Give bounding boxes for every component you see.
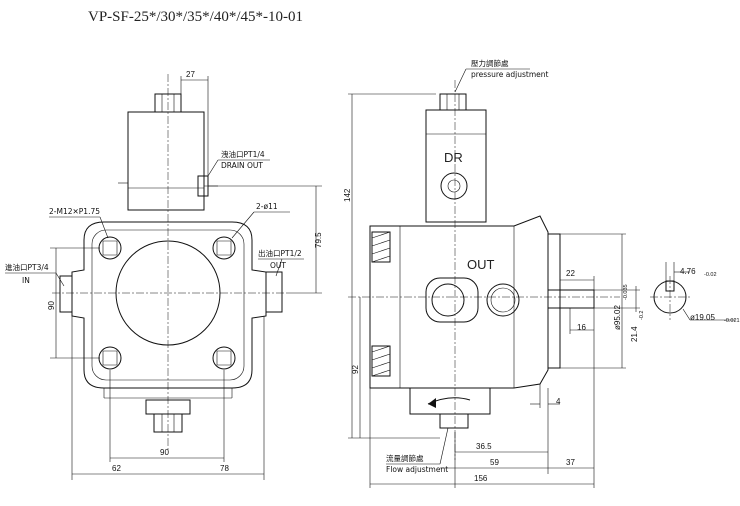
- drain-label-en: DRAIN OUT: [221, 161, 263, 170]
- side-main-body: [369, 215, 549, 389]
- drain-label-cn: 洩油口PT1/4: [221, 149, 265, 159]
- front-bolt-top-left: [98, 236, 122, 260]
- dim-key-width: 4.76: [680, 267, 696, 276]
- side-inlet-port: [486, 283, 520, 317]
- side-view: DR OUT 壓力調節處 pressure adjustment: [343, 58, 645, 488]
- flow-label-en: Flow adjustment: [386, 465, 448, 474]
- front-bolt-top-right: [212, 236, 236, 260]
- dim-front-side-90: 90: [47, 301, 56, 310]
- front-body-inner: [91, 229, 245, 381]
- drawing-title: VP-SF-25*/30*/35*/40*/45*-10-01: [88, 9, 303, 25]
- bolt-left-label: 2-M12✕P1.75: [49, 207, 100, 216]
- side-outlet-port: [431, 283, 465, 317]
- front-main-bore: [115, 240, 221, 346]
- dim-key-width-tol: -0.02: [704, 272, 717, 278]
- side-seal-top: [371, 231, 391, 263]
- outlet-label-en: OUT: [270, 261, 286, 270]
- dim-shaft-dia: ø19.05: [690, 313, 715, 322]
- front-upper-housing: [127, 111, 205, 211]
- dim-side-92: 92: [351, 365, 360, 374]
- side-shaft: [547, 289, 595, 309]
- front-view: 27 洩油口PT1/4 DRAIN OUT 2-M12✕P1.75 2-ø11 …: [5, 70, 323, 480]
- side-flow-housing: [409, 387, 491, 415]
- dim-side-59: 59: [490, 458, 499, 467]
- dim-key-21-4: 21.4: [630, 326, 639, 342]
- dim-shaft-95: ø95.02: [613, 305, 622, 330]
- front-bottom-nut: [153, 413, 183, 433]
- dim-side-36-5: 36.5: [476, 442, 492, 451]
- dim-shaft-dia-tol: -0.021: [724, 318, 740, 324]
- side-shaft-flange: [547, 233, 561, 369]
- side-bottom-nut: [439, 413, 469, 429]
- pressure-label-cn: 壓力調節處: [471, 58, 509, 68]
- side-top-nut: [439, 93, 467, 111]
- key-section-view: 4.76 -0.02 ø19.05 -0.021: [650, 262, 740, 324]
- dim-front-bottom-90: 90: [160, 448, 169, 457]
- inlet-label-cn: 進油口PT3/4: [5, 262, 49, 272]
- front-bolt-bottom-left: [98, 346, 122, 370]
- dim-side-156: 156: [474, 474, 488, 483]
- dim-side-22: 22: [566, 269, 575, 278]
- dim-front-left-62: 62: [112, 464, 121, 473]
- front-outlet-fitting: [265, 271, 283, 313]
- flow-label-cn: 流量調節處: [386, 453, 424, 463]
- dim-top-27: 27: [186, 70, 195, 79]
- outlet-label-cn: 出油口PT1/2: [258, 248, 302, 258]
- dim-front-79-5: 79.5: [314, 232, 323, 248]
- front-inlet-fitting: [59, 275, 73, 313]
- dim-shaft-95-tol: -0.035: [623, 284, 629, 300]
- side-seal-bottom: [371, 345, 391, 377]
- side-pressure-housing: [425, 109, 487, 223]
- dim-side-37: 37: [566, 458, 575, 467]
- dim-side-142: 142: [343, 188, 352, 202]
- front-bolt-bottom-right: [212, 346, 236, 370]
- bolt-right-label: 2-ø11: [256, 202, 278, 211]
- inlet-label-en: IN: [22, 276, 30, 285]
- side-outlet-boss: [425, 277, 479, 323]
- dim-side-4: 4: [556, 397, 561, 406]
- out-label: OUT: [467, 257, 495, 272]
- side-dr-port: [440, 172, 468, 200]
- dim-side-16: 16: [577, 323, 586, 332]
- pressure-label-en: pressure adjustment: [471, 70, 548, 79]
- dim-key-21-4-tol: -0.2: [639, 311, 645, 320]
- dr-label: DR: [444, 150, 463, 165]
- front-main-body: [71, 221, 267, 389]
- dim-front-right-78: 78: [220, 464, 229, 473]
